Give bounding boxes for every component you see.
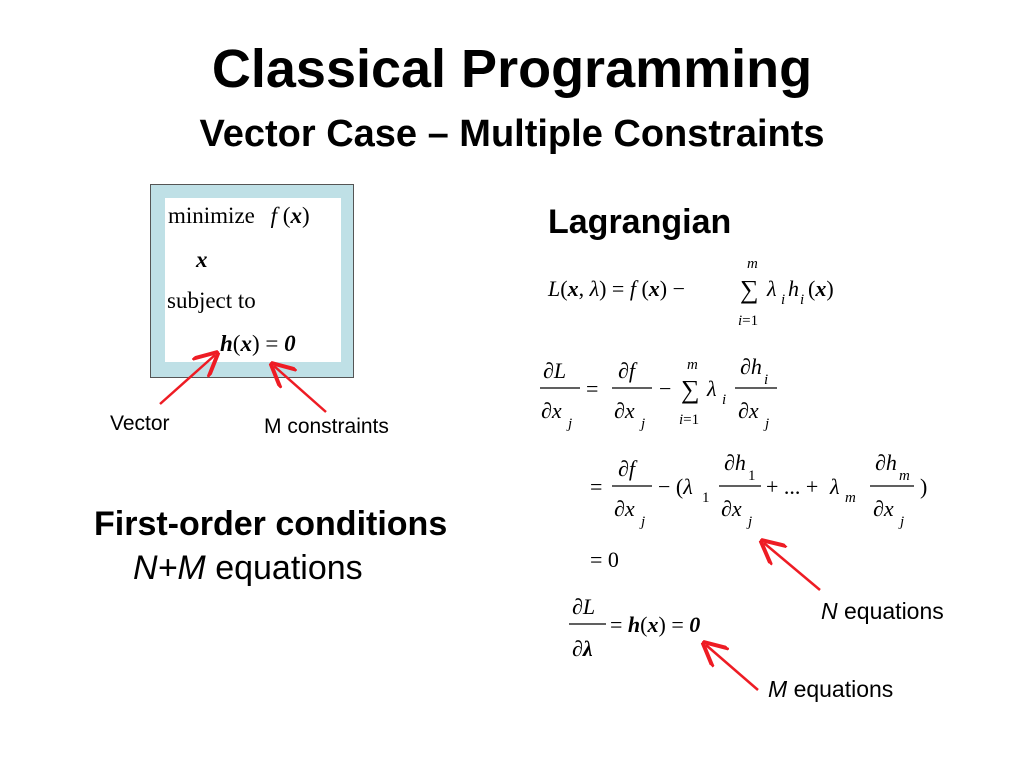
n-equations-label: N equations — [821, 598, 944, 624]
svg-text:j: j — [639, 416, 645, 432]
first-order-count-vars: N+M — [133, 549, 206, 587]
m-equations-arrow — [706, 645, 759, 691]
svg-text:∂x: ∂x — [738, 398, 759, 423]
svg-text:∂x: ∂x — [541, 398, 562, 423]
constraint-equation: h(x) = 0 — [220, 331, 296, 356]
svg-text:λ: λ — [829, 474, 840, 499]
lagrangian-heading: Lagrangian — [548, 203, 732, 241]
svg-text:j: j — [898, 514, 904, 530]
svg-text:λ: λ — [706, 376, 717, 401]
svg-text:j: j — [763, 416, 769, 432]
problem-box — [165, 198, 341, 362]
minimize-word: minimize — [168, 203, 255, 228]
svg-text:∂f: ∂f — [618, 358, 638, 383]
slide-subtitle: Vector Case – Multiple Constraints — [199, 113, 825, 155]
svg-text:−: − — [659, 376, 671, 401]
svg-text:∂h: ∂h — [875, 450, 897, 475]
svg-text:∂L: ∂L — [543, 358, 566, 383]
vector-label: Vector — [110, 412, 170, 435]
svg-text:(x): (x) — [808, 276, 834, 301]
m-equations-label: M equations — [768, 676, 894, 702]
svg-text:∂h: ∂h — [740, 354, 762, 379]
svg-text:=: = — [586, 376, 598, 401]
svg-text:λ: λ — [766, 276, 777, 301]
svg-text:j: j — [639, 514, 645, 530]
svg-text:∂x: ∂x — [873, 496, 894, 521]
svg-text:m: m — [845, 490, 856, 506]
svg-text:1: 1 — [748, 468, 756, 484]
n-equations-arrow — [764, 543, 821, 591]
svg-text:∂λ: ∂λ — [572, 636, 593, 661]
decision-variable: x — [196, 247, 208, 272]
vector-arrow — [159, 355, 215, 405]
svg-text:i: i — [800, 292, 804, 308]
svg-text:i: i — [722, 392, 726, 408]
problem-minimize-line: minimize f (x) — [168, 203, 310, 229]
m-constraints-arrow — [274, 366, 327, 413]
svg-text:h: h — [788, 276, 799, 301]
first-order-heading: First-order conditions — [94, 505, 448, 543]
svg-text:1: 1 — [702, 490, 710, 506]
svg-text:= 0: = 0 — [590, 547, 619, 572]
svg-text:= h(x) = 0: = h(x) = 0 — [610, 612, 700, 637]
svg-text:=: = — [590, 474, 602, 499]
svg-text:i: i — [781, 292, 785, 308]
svg-text:+ ... +: + ... + — [766, 474, 818, 499]
first-order-count-word: equations — [215, 549, 363, 587]
svg-text:i: i — [764, 372, 768, 388]
svg-text:): ) — [920, 474, 927, 499]
svg-text:i=1: i=1 — [738, 313, 758, 329]
subject-to-word: subject to — [167, 288, 256, 313]
slide-title: Classical Programming — [211, 39, 813, 99]
svg-text:m: m — [687, 357, 698, 373]
svg-text:L(x, λ) = f (x) −: L(x, λ) = f (x) − — [547, 276, 685, 301]
svg-text:j: j — [566, 416, 572, 432]
objective-function: f (x) — [270, 203, 310, 228]
svg-text:j: j — [746, 514, 752, 530]
svg-text:m: m — [747, 256, 758, 272]
svg-text:∂x: ∂x — [614, 398, 635, 423]
svg-text:∑: ∑ — [681, 375, 700, 404]
svg-text:∂x: ∂x — [614, 496, 635, 521]
svg-text:∑: ∑ — [740, 275, 759, 304]
m-constraints-label: M constraints — [264, 415, 389, 438]
svg-text:∂x: ∂x — [721, 496, 742, 521]
svg-text:∂L: ∂L — [572, 594, 595, 619]
svg-text:m: m — [899, 468, 910, 484]
svg-text:i=1: i=1 — [679, 412, 699, 428]
svg-text:∂f: ∂f — [618, 456, 638, 481]
first-order-count: N+M equations — [133, 548, 363, 588]
svg-text:− (λ: − (λ — [658, 474, 693, 499]
svg-text:∂h: ∂h — [724, 450, 746, 475]
